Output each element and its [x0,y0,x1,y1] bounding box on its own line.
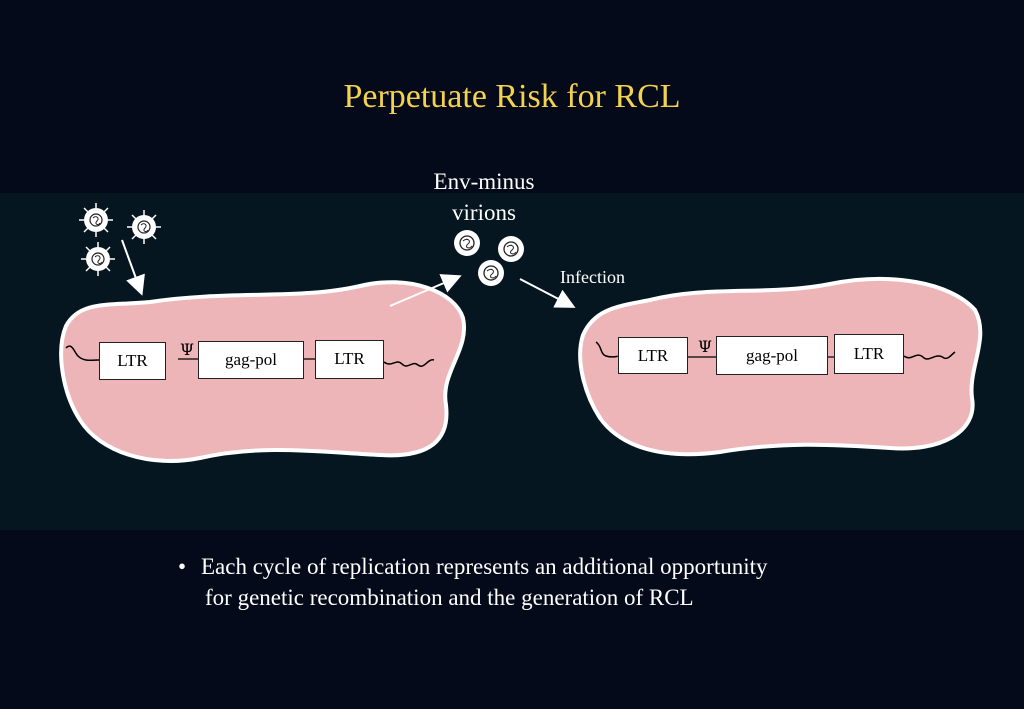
left-ltr-5-box: LTR [99,342,166,380]
spiked-virion-1 [79,203,113,237]
right-ltr-5-box: LTR [618,337,688,374]
right-gag-pol-box: gag-pol [716,336,828,375]
bullet-line-2: for genetic recombination and the genera… [205,585,694,610]
bullet-marker: • [178,554,187,579]
budding-arrow [389,274,462,307]
right-ltr-3-box: LTR [834,334,904,374]
spiked-virion-2 [127,210,161,244]
slide-title: Perpetuate Risk for RCL [343,78,681,115]
env-minus-virion-2 [498,236,524,262]
spiked-virion-3 [81,242,115,276]
bullet-line-1: Each cycle of replication represents an … [201,554,768,579]
infection-arrow [519,278,576,308]
infection-label: Infection [560,267,625,287]
right-dna-end [903,351,956,360]
env-minus-virion-1 [454,230,480,256]
left-gag-pol-box: gag-pol [198,341,304,379]
left-dna-start [65,345,100,362]
right-psi-symbol: Ψ [698,337,713,356]
env-minus-virion-3 [478,260,504,286]
env-minus-label-line1: Env-minus [433,169,535,194]
env-minus-virions-label: Env-minus virions [404,166,564,228]
env-minus-label-line2: virions [452,200,516,225]
right-dna-start [595,341,620,358]
left-dna-end [383,359,435,367]
entry-arrow [121,239,145,296]
left-psi-symbol: Ψ [180,340,195,359]
left-ltr-3-box: LTR [315,340,384,379]
